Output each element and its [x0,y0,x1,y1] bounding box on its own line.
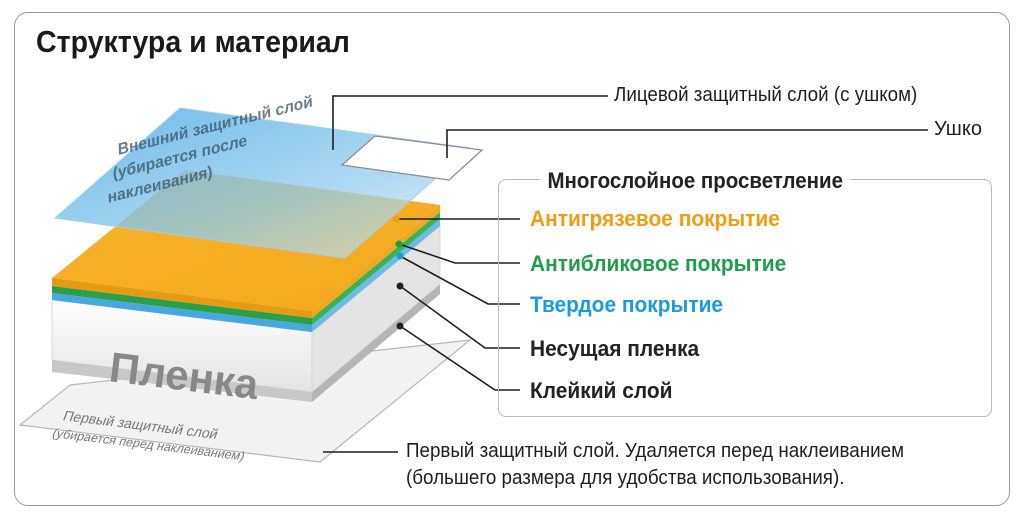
dot-anti-smudge [392,215,400,223]
legend-item-adhesive: Клейкий слой [530,378,673,403]
callout-first-layer-line2: (большего размера для удобства использов… [406,467,845,489]
legend-item-anti-glare: Антибликовое покрытие [530,251,787,276]
callout-first-layer-line1: Первый защитный слой. Удаляется перед на… [406,440,905,462]
legend-item-carrier-film: Несущая пленка [530,336,700,361]
dot-adhesive [396,322,404,330]
legend-item-hard-coat: Твердое покрытие [530,292,724,317]
dot-anti-glare [395,240,403,248]
leader-carrier-film [399,285,520,349]
diagram-frame [14,12,1010,506]
leader-hard-coat [399,255,520,305]
leader-adhesive [399,325,520,391]
dot-hard-coat [396,252,404,260]
legend-title: Многослойное просветление [540,168,851,194]
anti-glare-layer [52,212,440,325]
callout-tab: Ушко [934,118,982,140]
diagram-title: Структура и материал [36,24,350,59]
callout-face-layer: Лицевой защитный слой (с ушком) [614,84,918,106]
legend-item-anti-smudge: Антигрязевое покрытие [530,206,780,231]
leader-face-layer [332,95,608,150]
carrier-film-block [51,225,441,393]
dot-carrier-film [396,282,404,290]
leader-tab [446,129,928,158]
adhesive-layer [52,284,440,402]
